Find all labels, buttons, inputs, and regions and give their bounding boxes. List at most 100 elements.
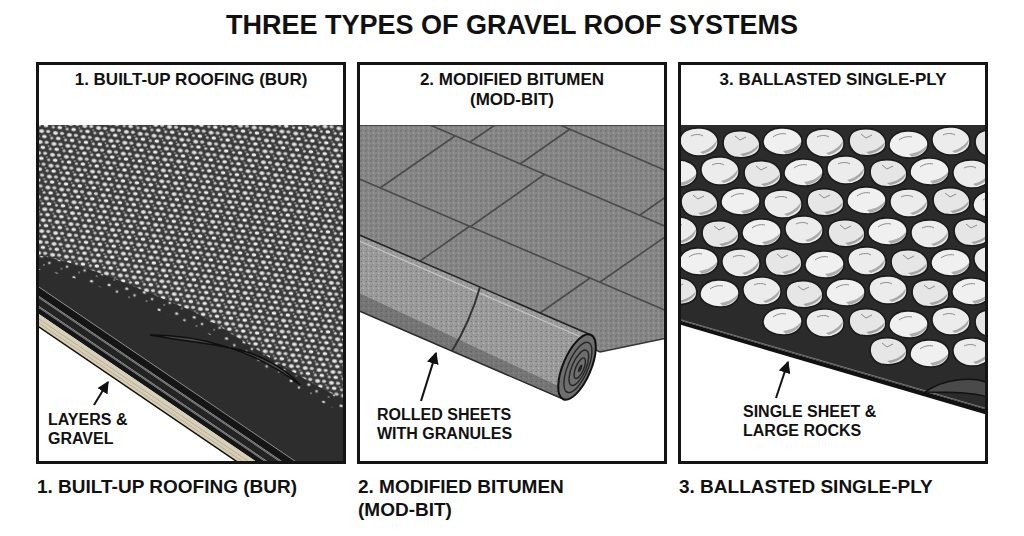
rock	[722, 249, 760, 277]
gravel-layer	[38, 125, 345, 420]
peeled-corner	[925, 379, 987, 398]
rock	[723, 131, 760, 158]
modbit-illustration	[359, 125, 666, 399]
rock	[701, 157, 739, 185]
rock	[912, 280, 949, 307]
roof-panel: 2. MODIFIED BITUMEN (MOD-BIT) ROLLED SHEE…	[357, 62, 667, 464]
panel-heading: 3. BALLASTED SINGLE-PLY	[683, 70, 983, 90]
sheet-seam	[430, 125, 666, 227]
rock	[680, 217, 698, 245]
deck-grain	[38, 321, 345, 463]
callout-label: ROLLED SHEETS WITH GRANULES	[377, 405, 532, 443]
panel-heading: 1. BUILT-UP ROOFING (BUR)	[41, 70, 341, 90]
sheet-seam	[470, 125, 495, 142]
rock	[805, 251, 844, 278]
panel-heading: 2. MODIFIED BITUMEN (MOD-BIT)	[397, 70, 627, 109]
rock	[681, 190, 718, 217]
surface-edge	[38, 285, 345, 463]
roll-spiral	[572, 356, 588, 379]
rock	[890, 189, 928, 217]
ply-joint	[38, 304, 345, 463]
rock	[680, 278, 697, 305]
rock	[849, 129, 886, 156]
sheet-seam	[470, 174, 545, 227]
panel-caption: 3. BALLASTED SINGLE-PLY	[679, 476, 979, 499]
sheet-seam	[520, 129, 570, 164]
rock	[785, 216, 823, 244]
sparse-gravel	[38, 125, 345, 434]
rock	[931, 249, 970, 276]
rock	[680, 128, 718, 156]
rock	[826, 279, 865, 306]
sheet-seam	[420, 226, 470, 261]
sheet-seam	[640, 180, 666, 215]
roll-seam	[452, 287, 480, 351]
panel-caption: 2. MODIFIED BITUMEN (MOD-BIT)	[358, 476, 620, 522]
ply-layer	[38, 285, 345, 463]
rock	[891, 250, 928, 277]
roll-spiral	[565, 348, 593, 388]
rock	[953, 160, 987, 188]
rock	[849, 309, 886, 336]
rock	[743, 277, 781, 305]
rock	[786, 281, 823, 308]
roll-body	[359, 234, 592, 399]
sheet-seam	[540, 278, 590, 313]
rock	[933, 188, 970, 215]
sheet-seam	[560, 125, 666, 171]
roll-core	[577, 364, 583, 373]
leader-arrow	[421, 353, 436, 401]
callout-label: LAYERS & GRAVEL	[48, 410, 148, 448]
rock	[952, 278, 987, 305]
rock	[806, 309, 844, 337]
roll-shade	[359, 292, 568, 399]
rock	[848, 247, 886, 275]
rock	[744, 161, 781, 188]
rock	[765, 249, 802, 276]
rock	[868, 218, 907, 245]
deck-grain	[38, 317, 345, 463]
rock	[910, 340, 949, 367]
bur-illustration	[38, 125, 345, 463]
rock	[763, 128, 802, 155]
rock	[953, 338, 987, 366]
rock	[975, 130, 986, 157]
rock	[764, 190, 802, 218]
roll-spiral	[558, 339, 598, 397]
rock	[954, 219, 986, 246]
roll-end-face	[550, 329, 603, 404]
roof-panel: 1. BUILT-UP ROOFING (BUR) LAYERS & GRAVEL…	[36, 62, 346, 464]
rock	[680, 248, 719, 275]
diagram-title: THREE TYPES OF GRAVEL ROOF SYSTEMS	[0, 9, 1024, 41]
rock	[869, 276, 907, 304]
sheet-seam	[380, 136, 455, 188]
rock	[702, 221, 739, 248]
ply-layer	[38, 296, 345, 463]
rock	[870, 338, 907, 365]
rock	[910, 158, 949, 185]
rock	[680, 160, 698, 187]
rock	[721, 188, 760, 215]
ply-layer	[38, 306, 345, 463]
rock	[807, 189, 844, 216]
rock	[911, 220, 949, 248]
callout-label: SINGLE SHEET & LARGE ROCKS	[743, 402, 898, 440]
roll-highlight	[359, 240, 589, 340]
panel-caption: 1. BUILT-UP ROOFING (BUR)	[37, 476, 337, 499]
deck-edge	[38, 325, 345, 463]
roll-end	[550, 329, 603, 404]
rock	[889, 311, 928, 338]
rock	[889, 131, 928, 158]
rock	[784, 159, 823, 186]
rock	[975, 310, 986, 337]
ballast-illustration	[680, 125, 987, 415]
rock	[932, 307, 970, 335]
rock	[932, 127, 970, 155]
rock	[973, 191, 987, 218]
rock	[828, 220, 865, 247]
roof-panel: 3. BALLASTED SINGLE-PLY SINGLE SHEET & LA…	[678, 62, 988, 464]
rock	[806, 129, 844, 157]
leader-arrow	[94, 382, 108, 405]
roof-deck	[38, 312, 345, 463]
